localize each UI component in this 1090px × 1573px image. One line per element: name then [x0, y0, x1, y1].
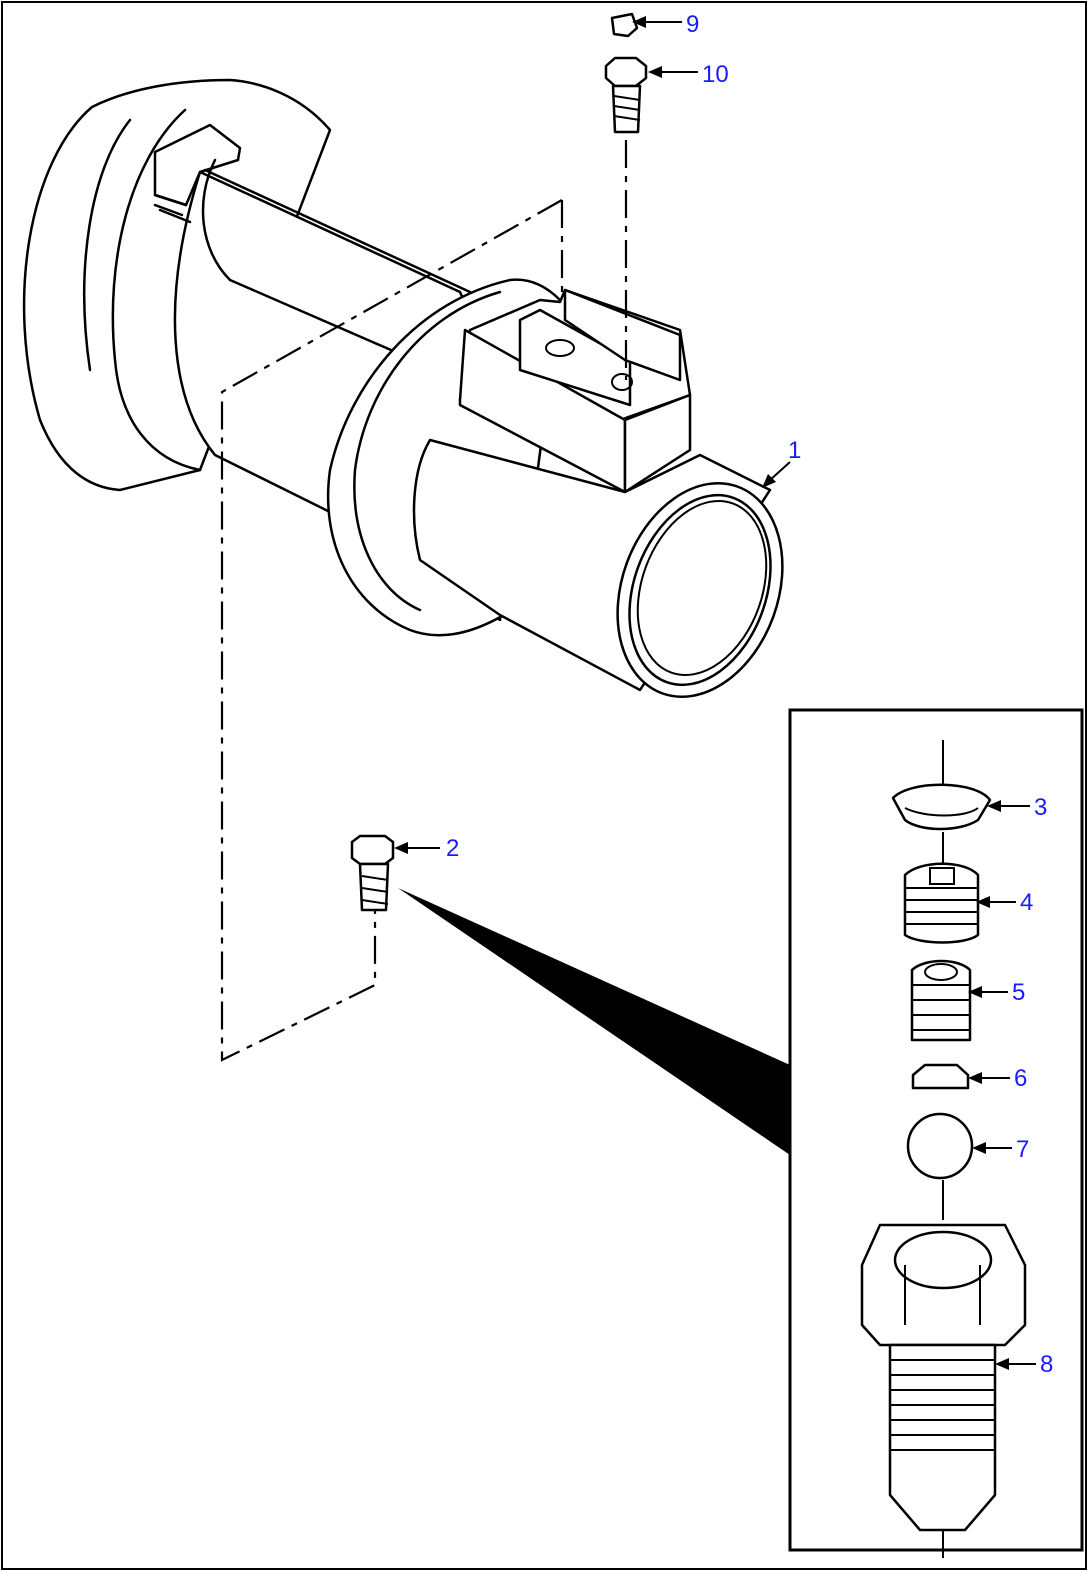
part-9-cap: [610, 12, 639, 38]
callout-6: 6: [1014, 1065, 1027, 1092]
callout-labels: 9 10 1 2 3 4 5 6 7 8: [446, 11, 1053, 1378]
callout-1: 1: [788, 437, 801, 464]
callout-10: 10: [702, 61, 729, 88]
part-10-fitting: [604, 56, 648, 134]
callout-8: 8: [1040, 1351, 1053, 1378]
callout-5: 5: [1012, 979, 1025, 1006]
detail-pointer: [398, 888, 790, 1155]
callout-7: 7: [1016, 1136, 1029, 1163]
callout-4: 4: [1020, 889, 1033, 916]
housing-bore: [616, 481, 784, 699]
callout-9: 9: [686, 11, 699, 38]
assembly-lines: [220, 140, 628, 1062]
callout-2: 2: [446, 835, 459, 862]
inset-parts: [860, 740, 1027, 1558]
callout-arrows: [394, 16, 1036, 1370]
part-2-fitting: [350, 834, 395, 912]
callout-3: 3: [1034, 794, 1047, 821]
housing-assembly: [22, 78, 784, 699]
